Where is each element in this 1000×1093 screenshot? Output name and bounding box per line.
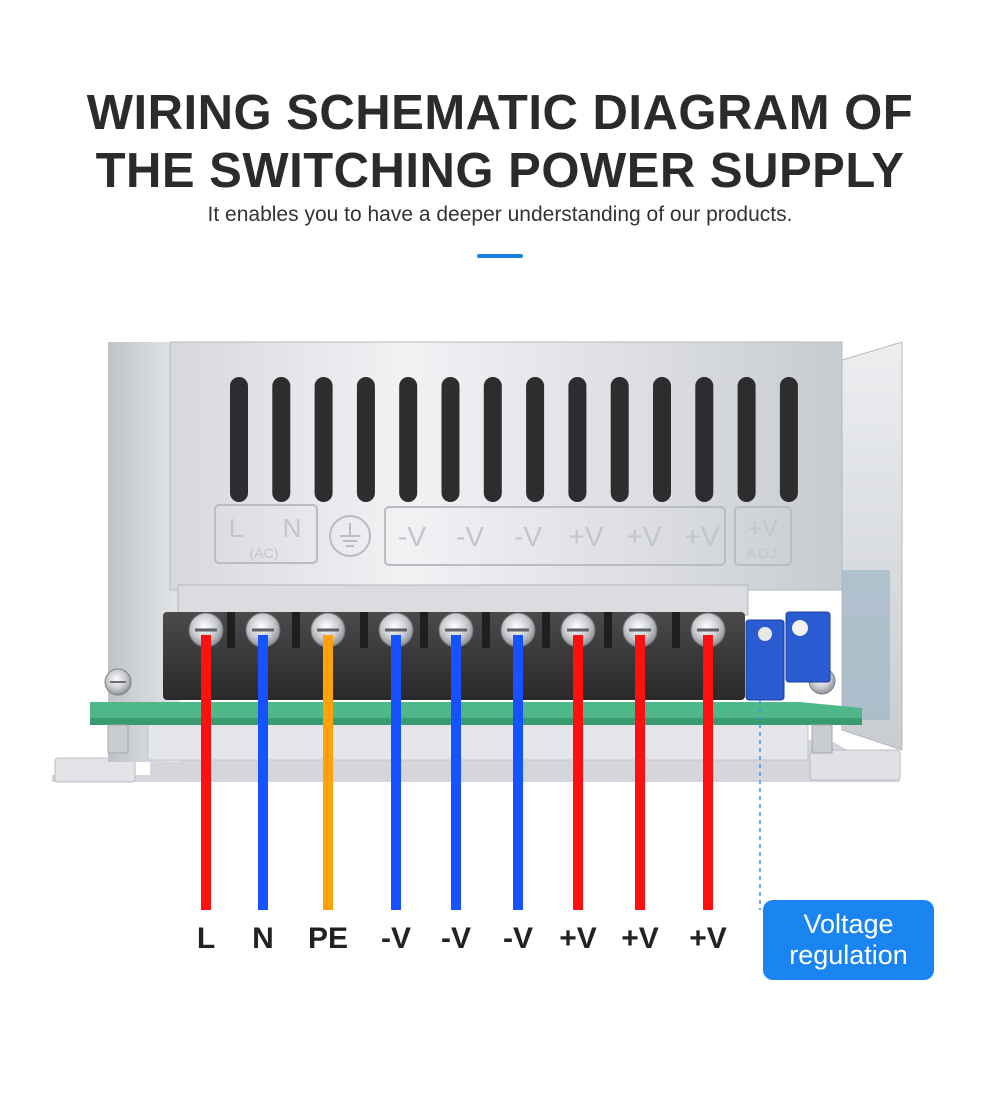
voltage-regulation-callout: Voltage regulation xyxy=(763,900,934,980)
terminal-divider xyxy=(542,612,550,648)
terminal-divider xyxy=(292,612,300,648)
wire-n xyxy=(258,635,268,910)
vent-slot xyxy=(610,377,629,502)
wire-posv xyxy=(703,635,713,910)
vent-slot xyxy=(441,377,460,502)
terminal-label: +V xyxy=(621,922,659,955)
terminal-divider xyxy=(672,612,680,648)
callout-line-2: regulation xyxy=(789,940,908,970)
vent-slot xyxy=(695,377,714,502)
marking-l: L xyxy=(229,513,243,543)
terminal-label: -V xyxy=(441,922,471,955)
vent-slot xyxy=(737,377,756,502)
terminal-label: L xyxy=(196,922,216,955)
vent-slot xyxy=(272,377,291,502)
vent-slot xyxy=(653,377,671,502)
marking-adj: ADJ xyxy=(747,545,779,561)
vent-slot xyxy=(356,377,375,502)
adjust-potentiometer xyxy=(745,611,831,701)
protective-earth-icon xyxy=(329,515,371,557)
vent-slot xyxy=(568,377,587,502)
subtitle: It enables you to have a deeper understa… xyxy=(207,203,793,226)
wires xyxy=(201,635,713,910)
terminal-divider xyxy=(420,612,428,648)
vent-slot xyxy=(314,377,333,502)
wire-posv xyxy=(573,635,583,910)
output-marking: -V xyxy=(514,521,542,552)
output-marking: +V xyxy=(626,521,661,552)
vent-slot xyxy=(399,377,418,502)
vent-slot xyxy=(779,377,798,502)
wire-negv xyxy=(391,635,401,910)
output-marking: -V xyxy=(398,521,426,552)
marking-adj-v: +V xyxy=(748,515,778,542)
vent-slot xyxy=(526,377,545,502)
terminal-divider xyxy=(482,612,490,648)
terminal-label: N xyxy=(252,922,274,955)
title-line-1: WIRING SCHEMATIC DIAGRAM OF xyxy=(86,86,914,140)
terminal-label: -V xyxy=(381,922,411,955)
wire-posv xyxy=(635,635,645,910)
terminal-label: PE xyxy=(307,922,349,955)
wire-negv xyxy=(513,635,523,910)
marking-ac: (AC) xyxy=(250,545,279,561)
terminal-label: -V xyxy=(503,922,533,955)
output-marking: -V xyxy=(456,521,484,552)
terminal-divider xyxy=(604,612,612,648)
accent-bar xyxy=(477,254,523,258)
wire-l xyxy=(201,635,211,910)
output-marking: +V xyxy=(684,521,719,552)
title-line-2: THE SWITCHING POWER SUPPLY xyxy=(95,144,905,198)
marking-strip: L N (AC) -V -V -V +V +V +V +V ADJ xyxy=(214,504,792,566)
wire-pe xyxy=(323,635,333,910)
terminal-divider xyxy=(360,612,368,648)
terminal-label: +V xyxy=(689,922,727,955)
terminal-label: +V xyxy=(559,922,597,955)
ventilation-slots xyxy=(230,377,798,502)
vent-slot xyxy=(230,377,248,502)
power-supply-diagram: L N (AC) -V -V -V +V +V +V +V ADJ xyxy=(52,341,903,910)
vent-slot xyxy=(483,377,502,502)
callout-line-1: Voltage xyxy=(803,909,894,939)
output-marking: +V xyxy=(568,521,603,552)
marking-n: N xyxy=(283,513,302,543)
wire-negv xyxy=(451,635,461,910)
terminal-divider xyxy=(227,612,235,648)
